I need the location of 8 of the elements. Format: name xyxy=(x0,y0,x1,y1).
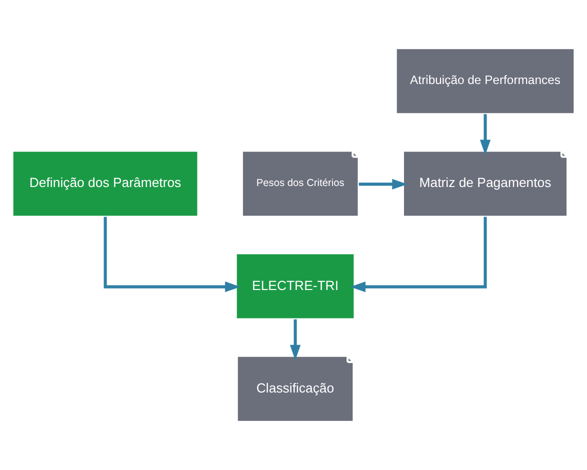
arrow xyxy=(358,178,408,190)
arrow xyxy=(350,216,487,292)
arrow xyxy=(290,319,301,360)
node-box: Definição dos Parâmetros xyxy=(11,150,200,218)
arrow xyxy=(104,216,240,292)
arrow xyxy=(480,114,491,155)
node-box: Atribuição de Performances xyxy=(394,47,576,116)
node-box: ELECTRE-TRI xyxy=(234,252,356,320)
